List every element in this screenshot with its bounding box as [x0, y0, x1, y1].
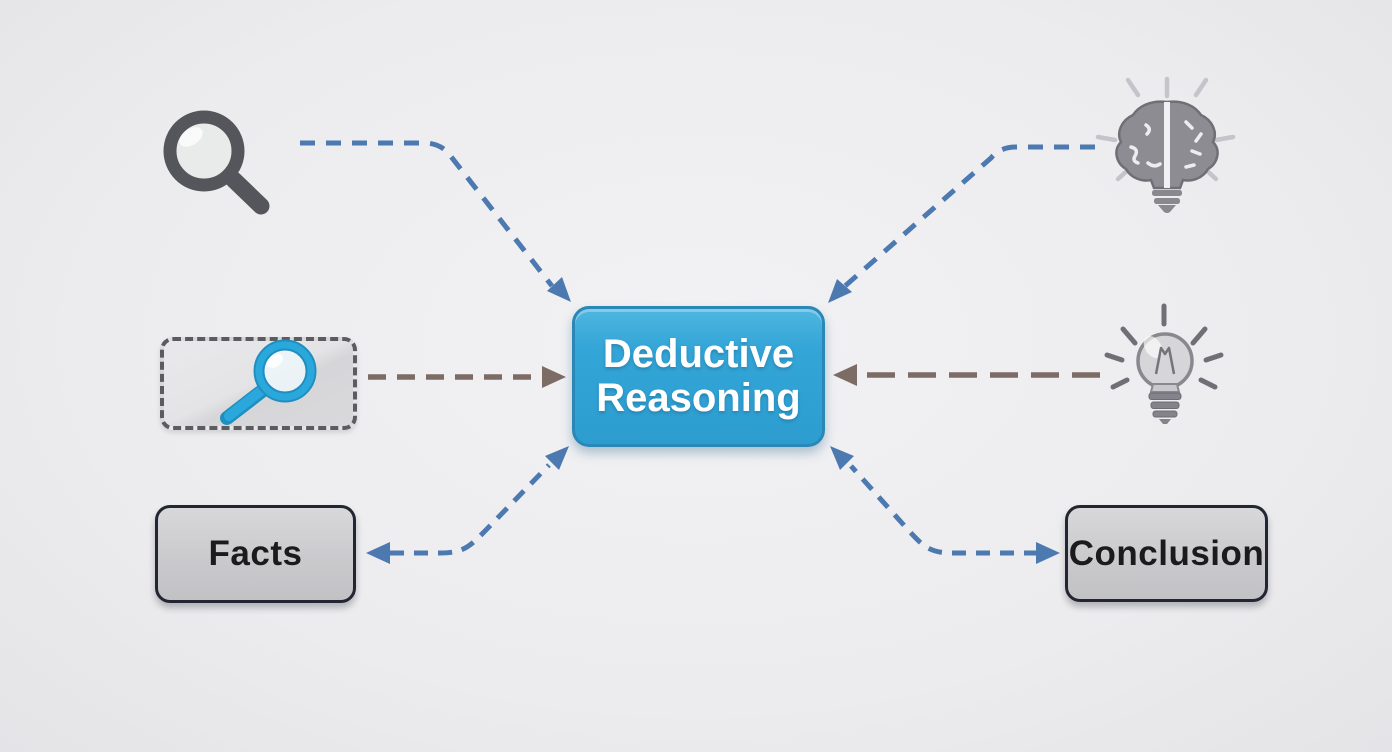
conclusion-box: Conclusion: [1065, 505, 1268, 602]
brain-lightbulb-icon: [1095, 76, 1236, 213]
arrow-brainbulb-to-center: [828, 144, 1095, 303]
arrow-dashedbox-to-center: [368, 366, 566, 388]
arrow-center-conclusion: [830, 446, 1060, 564]
conclusion-label: Conclusion: [1068, 533, 1265, 573]
magnifying-glass-icon: [163, 110, 270, 215]
dashed-evidence-box: [160, 337, 357, 430]
center-title-line2: Reasoning: [596, 375, 801, 420]
lightbulb-icon: [1104, 303, 1224, 424]
arrow-center-facts: [366, 446, 569, 564]
arrow-magnifier-to-center: [300, 140, 571, 302]
facts-label: Facts: [208, 534, 303, 573]
center-title-line1: Deductive: [602, 332, 795, 377]
arrow-lightbulb-to-center: [833, 364, 1100, 386]
facts-box: Facts: [155, 505, 356, 603]
deductive-reasoning-box: Deductive Reasoning: [572, 306, 825, 447]
